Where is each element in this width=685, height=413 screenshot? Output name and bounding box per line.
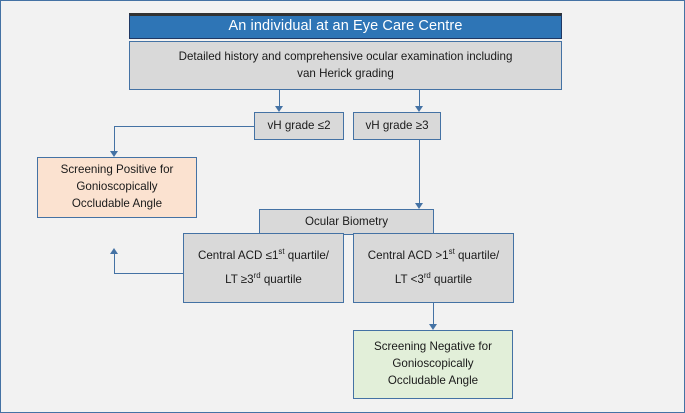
node-acd-low-line1-superscript: st — [278, 247, 285, 257]
node-assessment-line1: Detailed history and comprehensive ocula… — [178, 49, 513, 63]
connector-vh-low-to-positive-vertical — [114, 126, 115, 152]
connector-acd-low-to-positive-vertical — [114, 254, 115, 273]
node-screening-negative: Screening Negative for Gonioscopically O… — [353, 330, 513, 399]
node-screening-positive-line1: Screening Positive for — [60, 163, 174, 177]
node-acd-high-line2: LT <3rd quartile — [394, 271, 473, 286]
arrowhead-assessment-to-vh-low — [275, 106, 283, 112]
connector-acd-low-to-positive-horizontal — [114, 273, 184, 274]
node-assessment: Detailed history and comprehensive ocula… — [129, 41, 562, 90]
node-acd-high-line2-suffix: quartile — [430, 273, 473, 286]
node-acd-high-line1-suffix: quartile/ — [454, 249, 500, 263]
node-title-label: An individual at an Eye Care Centre — [228, 18, 463, 35]
node-ocular-biometry-label: Ocular Biometry — [304, 214, 389, 228]
node-screening-positive: Screening Positive for Gonioscopically O… — [37, 157, 197, 218]
node-title: An individual at an Eye Care Centre — [129, 13, 562, 39]
node-ocular-biometry: Ocular Biometry — [259, 209, 434, 235]
connector-acd-high-to-negative — [433, 303, 434, 325]
connector-assessment-to-vh-high — [419, 90, 420, 107]
node-screening-negative-line3: Occludable Angle — [387, 373, 479, 387]
node-acd-low-line2: LT ≥3rd quartile — [225, 271, 302, 286]
node-screening-negative-line2: Gonioscopically — [392, 357, 474, 371]
node-screening-positive-line3: Occludable Angle — [71, 196, 163, 210]
node-acd-low-line2-text: LT ≥3 — [225, 273, 254, 286]
arrowhead-vh-high-to-biometry — [415, 203, 423, 209]
connector-assessment-to-vh-low — [279, 90, 280, 107]
arrowhead-assessment-to-vh-high — [415, 106, 423, 112]
connector-vh-low-to-positive-horizontal — [114, 126, 254, 127]
node-acd-low-line1-text: Central ACD ≤1 — [197, 249, 279, 263]
node-acd-low-line1: Central ACD ≤1st quartile/ — [197, 247, 330, 263]
node-acd-high-line2-superscript: rd — [423, 271, 431, 281]
arrowhead-vh-low-to-positive — [110, 151, 118, 157]
node-screening-positive-line2: Gonioscopically — [76, 180, 158, 194]
arrowhead-acd-high-to-negative — [429, 324, 437, 330]
node-acd-low: Central ACD ≤1st quartile/ LT ≥3rd quart… — [183, 233, 344, 303]
node-acd-high-line2-text: LT <3 — [394, 273, 424, 286]
node-vh-grade-low-label: vH grade ≤2 — [267, 118, 331, 132]
connector-vh-high-to-biometry — [419, 140, 420, 204]
node-vh-grade-high-label: vH grade ≥3 — [365, 118, 429, 132]
node-vh-grade-low: vH grade ≤2 — [254, 112, 344, 140]
arrowhead-acd-low-to-positive — [110, 248, 118, 254]
node-acd-high-line1-text: Central ACD >1 — [367, 249, 449, 263]
node-screening-negative-line1: Screening Negative for — [374, 340, 492, 354]
node-acd-low-line2-superscript: rd — [253, 271, 261, 281]
node-acd-high-line1-superscript: st — [448, 247, 455, 257]
node-vh-grade-high: vH grade ≥3 — [353, 112, 441, 140]
node-acd-low-line1-suffix: quartile/ — [284, 249, 330, 263]
node-acd-low-line2-suffix: quartile — [260, 273, 302, 286]
node-assessment-line2: van Herick grading — [297, 66, 394, 80]
node-acd-high: Central ACD >1st quartile/ LT <3rd quart… — [353, 233, 514, 303]
node-acd-high-line1: Central ACD >1st quartile/ — [367, 247, 500, 263]
